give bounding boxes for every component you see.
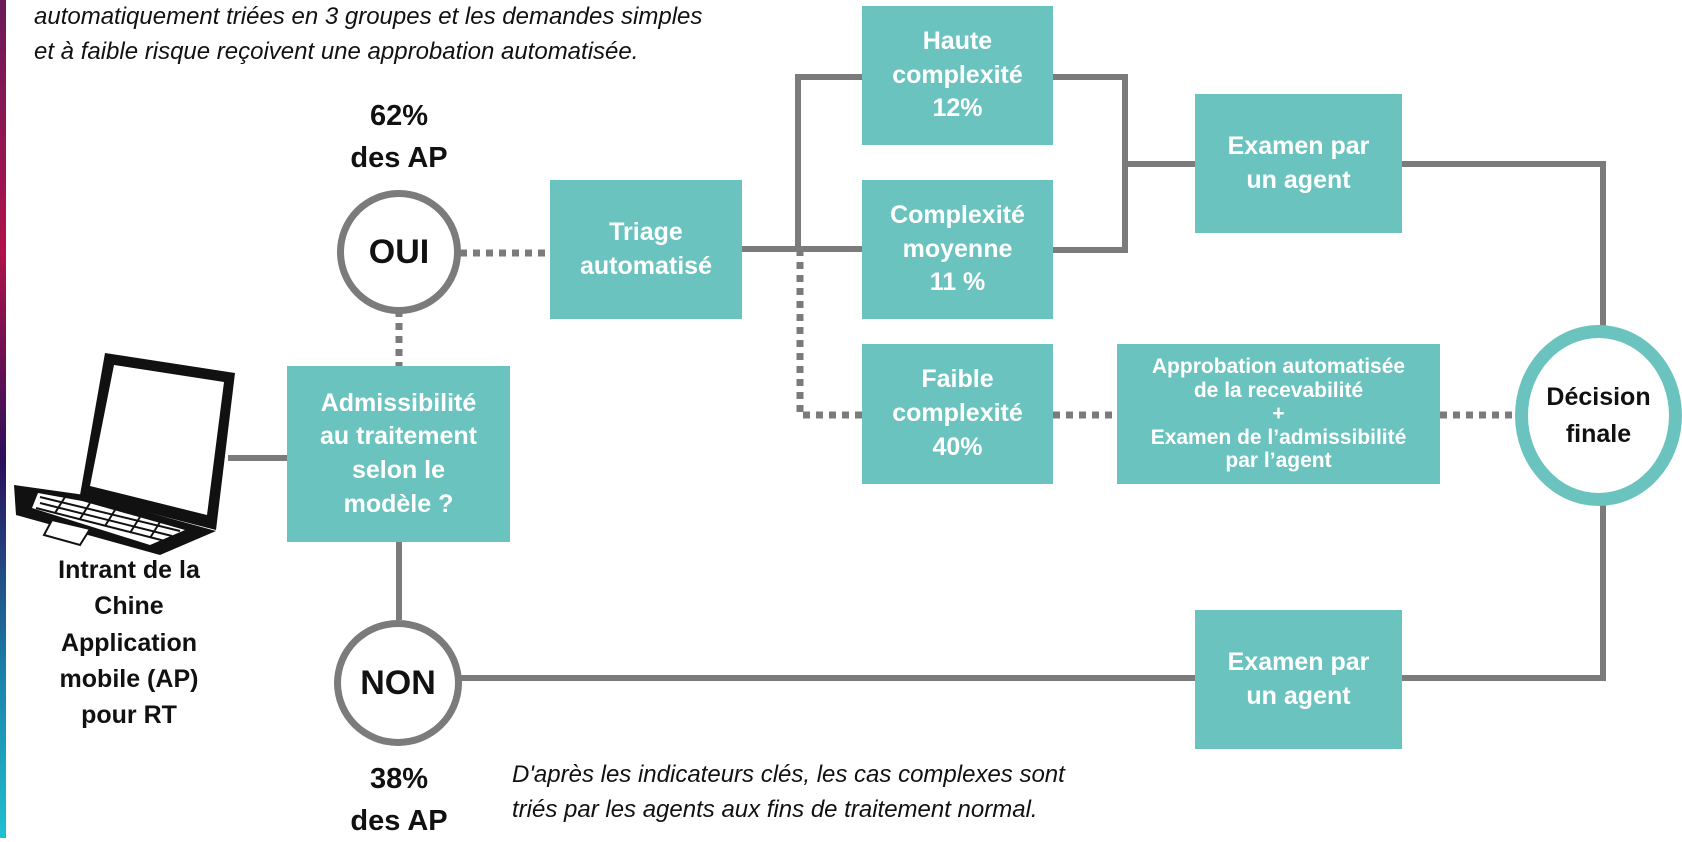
high-complexity-box: Haute complexité 12% bbox=[862, 6, 1053, 145]
dotted-triage-low bbox=[796, 249, 862, 419]
connector-high-medium-merge bbox=[1053, 74, 1128, 253]
agent-review-bottom-box: Examen par un agent bbox=[1195, 610, 1402, 749]
edge-color-strip bbox=[0, 0, 6, 838]
connector-triage-high bbox=[795, 74, 862, 249]
input-source-label: Intrant de la Chine Application mobile (… bbox=[58, 556, 200, 729]
connector-agent-top-final bbox=[1402, 161, 1606, 330]
bottom-note: D'après les indicateurs clés, les cas co… bbox=[512, 761, 1065, 823]
connector-agent-bottom-final bbox=[1402, 505, 1606, 681]
no-circle: NON bbox=[334, 620, 462, 746]
yes-circle: OUI bbox=[337, 190, 461, 314]
low-complexity-box: Faible complexité 40% bbox=[862, 344, 1053, 484]
yes-share: 62% des AP bbox=[350, 100, 448, 175]
eligibility-box: Admissibilité au traitement selon le mod… bbox=[287, 366, 510, 542]
laptop-icon bbox=[14, 353, 235, 555]
final-decision-circle: Décision finale bbox=[1515, 325, 1682, 506]
auto-approval-box: Approbation automatisée de la recevabili… bbox=[1117, 344, 1440, 484]
medium-complexity-box: Complexité moyenne 11 % bbox=[862, 180, 1053, 319]
automated-triage-box: Triage automatisé bbox=[550, 180, 742, 319]
no-share: 38% des AP bbox=[350, 763, 448, 838]
agent-review-top-box: Examen par un agent bbox=[1195, 94, 1402, 233]
top-note: automatiquement triées en 3 groupes et l… bbox=[34, 3, 703, 65]
